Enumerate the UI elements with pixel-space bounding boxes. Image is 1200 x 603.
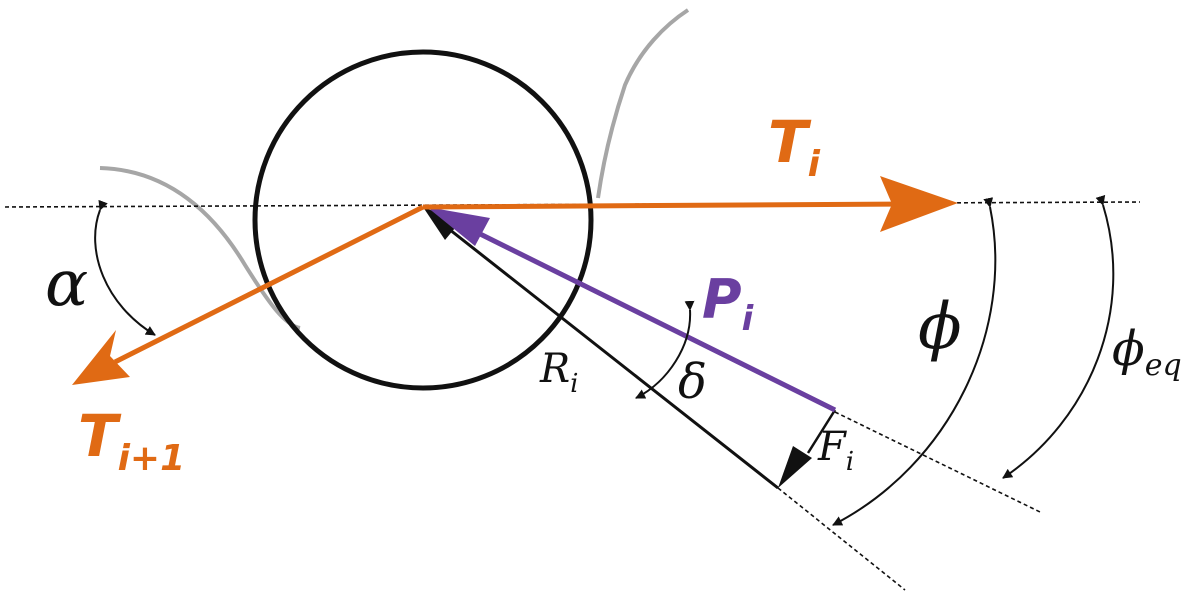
label-delta: δ	[678, 354, 707, 410]
label-R-i-base: R	[539, 346, 570, 392]
label-P-i-sub: i	[742, 299, 755, 339]
label-T-i-sub: i	[808, 144, 821, 185]
label-phi-eq-base: ϕ	[1112, 321, 1145, 377]
phi-reference-line	[777, 487, 906, 591]
label-T-i-plus-1-sub: i+1	[118, 438, 186, 479]
label-T-i: Ti	[768, 108, 821, 185]
T-i-plus-1-vector-line	[113, 204, 425, 365]
label-T-i-plus-1-base: T	[78, 402, 122, 470]
label-phi-eq: ϕeq	[1112, 321, 1182, 383]
label-F-i: Fi	[817, 424, 854, 477]
label-F-i-sub: i	[846, 447, 854, 477]
phi-arc	[832, 197, 997, 526]
label-P-i-base: P	[702, 268, 742, 331]
label-alpha: α	[45, 247, 88, 321]
alpha-arc	[94, 199, 156, 336]
cable-curve	[99, 8, 690, 330]
phi-eq-arc	[1002, 194, 1115, 479]
label-T-i-base: T	[768, 108, 812, 176]
label-T-i-plus-1: Ti+1	[78, 402, 185, 479]
F-vector-connector	[806, 409, 837, 454]
P-vector-line	[458, 221, 837, 413]
F-vector-arrowhead	[778, 446, 812, 488]
T-i-plus-1-arrowhead	[72, 330, 130, 385]
label-R-i: Ri	[539, 346, 578, 399]
pulley-circle	[252, 49, 594, 391]
P-vector-arrowhead	[427, 207, 490, 246]
T-i-vector-line	[422, 201, 906, 210]
label-phi: ϕ	[918, 290, 962, 364]
label-phi-eq-sub: eq	[1145, 348, 1182, 383]
phi-eq-reference-line	[834, 411, 1041, 513]
label-F-i-base: F	[817, 424, 847, 470]
label-R-i-sub: i	[570, 369, 578, 399]
label-P-i: Pi	[702, 268, 755, 339]
R-vector-line	[439, 220, 779, 490]
R-vector-arrowhead	[423, 207, 460, 240]
delta-arc	[635, 300, 695, 399]
